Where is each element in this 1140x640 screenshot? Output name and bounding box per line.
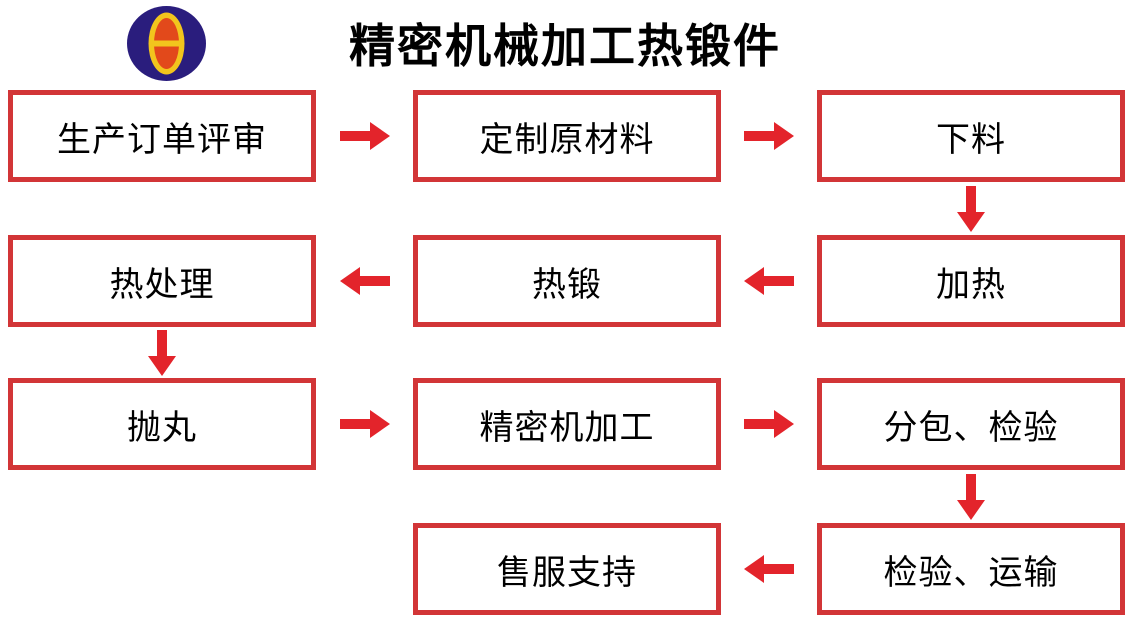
flow-node-cutting: 下料 — [817, 90, 1125, 182]
flow-arrow-heating-to-hot-forging — [744, 267, 794, 295]
flow-arrow-heat-treatment-to-shot-blasting — [148, 329, 176, 376]
flow-node-label: 精密机加工 — [479, 408, 655, 447]
flow-node-label: 加热 — [936, 265, 1006, 304]
flow-arrow-order-review-to-custom-raw-material — [339, 122, 390, 150]
flow-node-order-review: 生产订单评审 — [8, 90, 316, 182]
company-logo-icon — [127, 6, 206, 81]
flow-node-heating: 加热 — [817, 235, 1125, 327]
flow-arrow-shot-blasting-to-precision-machining — [339, 410, 390, 438]
flow-node-label: 热锻 — [532, 265, 602, 304]
flow-arrow-custom-raw-material-to-cutting — [744, 122, 794, 150]
flow-arrow-hot-forging-to-heat-treatment — [339, 267, 390, 295]
flow-node-label: 生产订单评审 — [57, 120, 267, 159]
flow-arrow-precision-machining-to-subcontract-inspection — [744, 410, 794, 438]
flow-node-label: 分包、检验 — [883, 408, 1059, 447]
flow-node-after-sales-support: 售服支持 — [413, 523, 721, 615]
flow-arrow-subcontract-inspection-to-inspection-transport — [957, 473, 985, 520]
flow-node-label: 抛丸 — [127, 408, 197, 447]
flow-node-label: 检验、运输 — [883, 553, 1059, 592]
flow-node-custom-raw-material: 定制原材料 — [413, 90, 721, 182]
flow-node-label: 下料 — [936, 120, 1006, 159]
flow-node-hot-forging: 热锻 — [413, 235, 721, 327]
flow-node-heat-treatment: 热处理 — [8, 235, 316, 327]
flow-node-subcontract-inspection: 分包、检验 — [817, 378, 1125, 470]
flow-node-label: 热处理 — [109, 265, 215, 304]
flow-node-shot-blasting: 抛丸 — [8, 378, 316, 470]
flow-node-label: 定制原材料 — [479, 120, 655, 159]
flow-node-precision-machining: 精密机加工 — [413, 378, 721, 470]
flow-arrow-inspection-transport-to-after-sales-support — [744, 555, 794, 583]
diagram-title: 精密机械加工热锻件 — [349, 20, 781, 72]
flow-arrow-cutting-to-heating — [957, 185, 985, 232]
flow-node-inspection-transport: 检验、运输 — [817, 523, 1125, 615]
flow-node-label: 售服支持 — [497, 553, 637, 592]
